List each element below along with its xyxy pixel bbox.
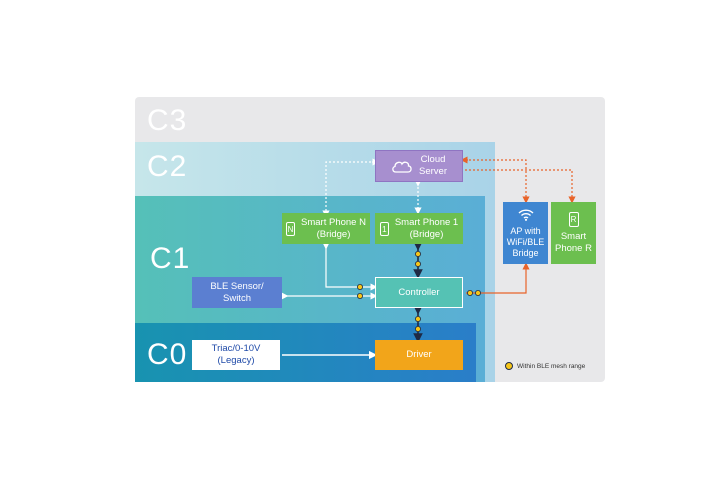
smart-phone-1-label: Smart Phone 1 (Bridge) (394, 216, 459, 240)
link-cloud-phone-n (322, 161, 375, 218)
smart-phone-1-node[interactable]: 1 Smart Phone 1 (Bridge) (375, 213, 463, 244)
smart-phone-n-label: Smart Phone N (Bridge) (301, 216, 366, 240)
layer-c3-label: C3 (147, 104, 188, 137)
phone-icon: 1 (379, 221, 389, 236)
cloud-server-label: Cloud Server (419, 154, 447, 177)
controller-node[interactable]: Controller (375, 277, 463, 308)
mesh-dot-icon (505, 362, 513, 370)
triac-node[interactable]: Triac/0-10V (Legacy) (192, 340, 280, 370)
smart-phone-n-node[interactable]: N Smart Phone N (Bridge) (282, 213, 370, 244)
layer-c0-label: C0 (147, 338, 188, 371)
ble-sensor-node[interactable]: BLE Sensor/ Switch (192, 277, 282, 308)
link-cloud-phone-r (465, 169, 576, 204)
link-cloud-ap (465, 159, 530, 204)
driver-node[interactable]: Driver (375, 340, 463, 370)
layer-c2-label: C2 (147, 150, 188, 183)
driver-label: Driver (406, 349, 432, 360)
wifi-icon (517, 208, 535, 225)
controller-label: Controller (398, 286, 440, 298)
link-phonen-controller (322, 242, 378, 291)
legend-label: Within BLE mesh range (517, 362, 586, 370)
ap-bridge-node[interactable]: AP with WiFi/BLE Bridge (503, 202, 548, 264)
smart-phone-r-label: Smart Phone R (555, 230, 592, 254)
mesh-range-dots (356, 250, 481, 332)
cloud-server-node[interactable]: Cloud Server (375, 150, 463, 182)
legend: Within BLE mesh range (505, 362, 585, 370)
smart-phone-r-node[interactable]: R Smart Phone R (551, 202, 596, 264)
phone-icon: R (568, 211, 579, 227)
cloud-icon (391, 159, 413, 173)
link-controller-ap (466, 262, 530, 294)
triac-label: Triac/0-10V (Legacy) (211, 343, 261, 366)
layer-c1-label: C1 (150, 242, 191, 275)
ap-bridge-label: AP with WiFi/BLE Bridge (506, 225, 545, 258)
phone-icon: N (286, 221, 296, 236)
ble-sensor-label: BLE Sensor/ Switch (210, 280, 264, 304)
